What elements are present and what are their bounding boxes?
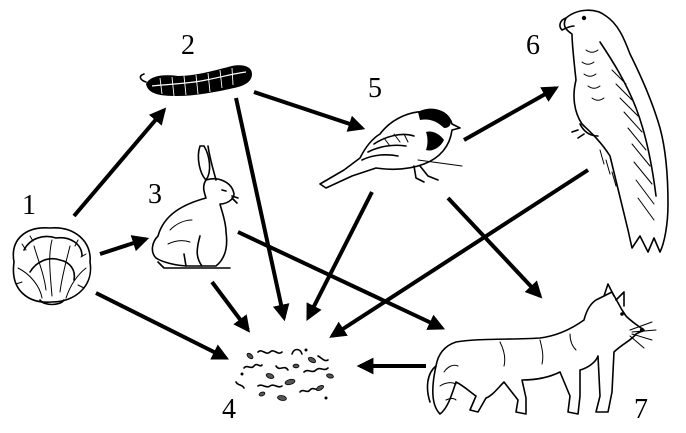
hare-icon [152,146,238,268]
node-label-fox: 7 [634,394,648,425]
node-label-hare: 3 [148,179,162,210]
node-label-bird: 5 [368,73,382,104]
arrow-cabbage-to-decomposers [96,293,226,358]
fox-icon [428,284,656,414]
caterpillar-icon [140,65,252,96]
cabbage-icon [13,228,90,305]
arrow-cabbage-to-hare [100,239,146,254]
arrow-bird-to-fox [448,198,540,296]
node-label-cabbage: 1 [22,190,36,221]
hawk-icon [560,10,668,252]
arrow-hare-to-decomposers [212,282,248,330]
arrow-bird-to-hawk [464,88,556,140]
arrow-bird-to-decomposers [308,192,372,318]
node-label-decomposers: 4 [222,394,236,425]
arrow-caterpillar-to-decomposers [236,98,284,318]
arrow-caterpillar-to-bird [254,92,362,128]
node-label-hawk: 6 [526,30,540,61]
decomposers-icon [236,349,334,402]
node-label-caterpillar: 2 [181,30,195,61]
arrow-hare-to-fox [238,232,442,328]
